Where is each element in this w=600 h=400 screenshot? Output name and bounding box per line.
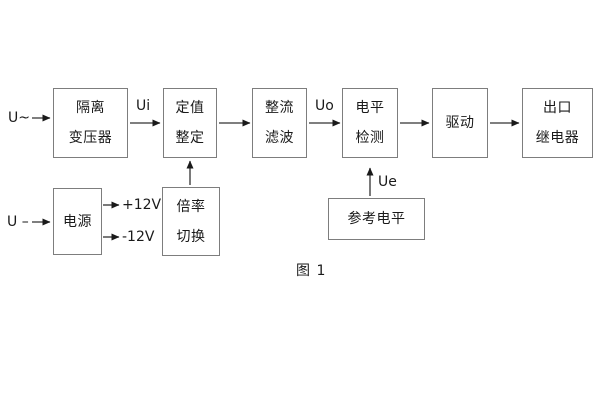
block-label: 电源 [63,213,92,230]
block-reference-level: 参考电平 [328,198,425,240]
label-minus-12v: -12V [122,229,155,245]
block-label: 驱动 [445,115,475,131]
block-label: 隔离 [76,100,105,116]
block-output-relay: 出口 继电器 [522,88,593,158]
block-driver: 驱动 [432,88,488,158]
block-setpoint-adjustment: 定值 整定 [163,88,217,158]
block-label: 切换 [176,228,206,245]
block-label: 参考电平 [347,211,406,227]
figure-caption: 图 1 [296,263,327,279]
block-label: 出口 [543,100,572,116]
block-label: 检测 [355,130,385,146]
block-isolation-transformer: 隔离 变压器 [53,88,128,158]
block-label: 继电器 [535,130,580,146]
label-input-ac: U~ [8,110,30,126]
block-power-supply: 电源 [53,188,102,255]
block-rectifier-filter: 整流 滤波 [252,88,307,158]
block-ratio-switching: 倍率 切换 [162,187,220,256]
block-label: 定值 [175,100,205,116]
block-label: 整流 [265,100,294,116]
label-input-dc: U – [7,214,29,230]
block-level-detection: 电平 检测 [342,88,398,158]
label-signal-ui: Ui [136,98,151,114]
label-plus-12v: +12V [122,197,162,213]
block-label: 变压器 [68,130,113,146]
block-label: 倍率 [176,198,206,215]
block-label: 滤波 [265,130,294,146]
label-signal-ue: Ue [378,174,397,190]
block-label: 电平 [355,100,385,116]
label-signal-uo: Uo [315,98,334,114]
block-label: 整定 [175,130,205,146]
